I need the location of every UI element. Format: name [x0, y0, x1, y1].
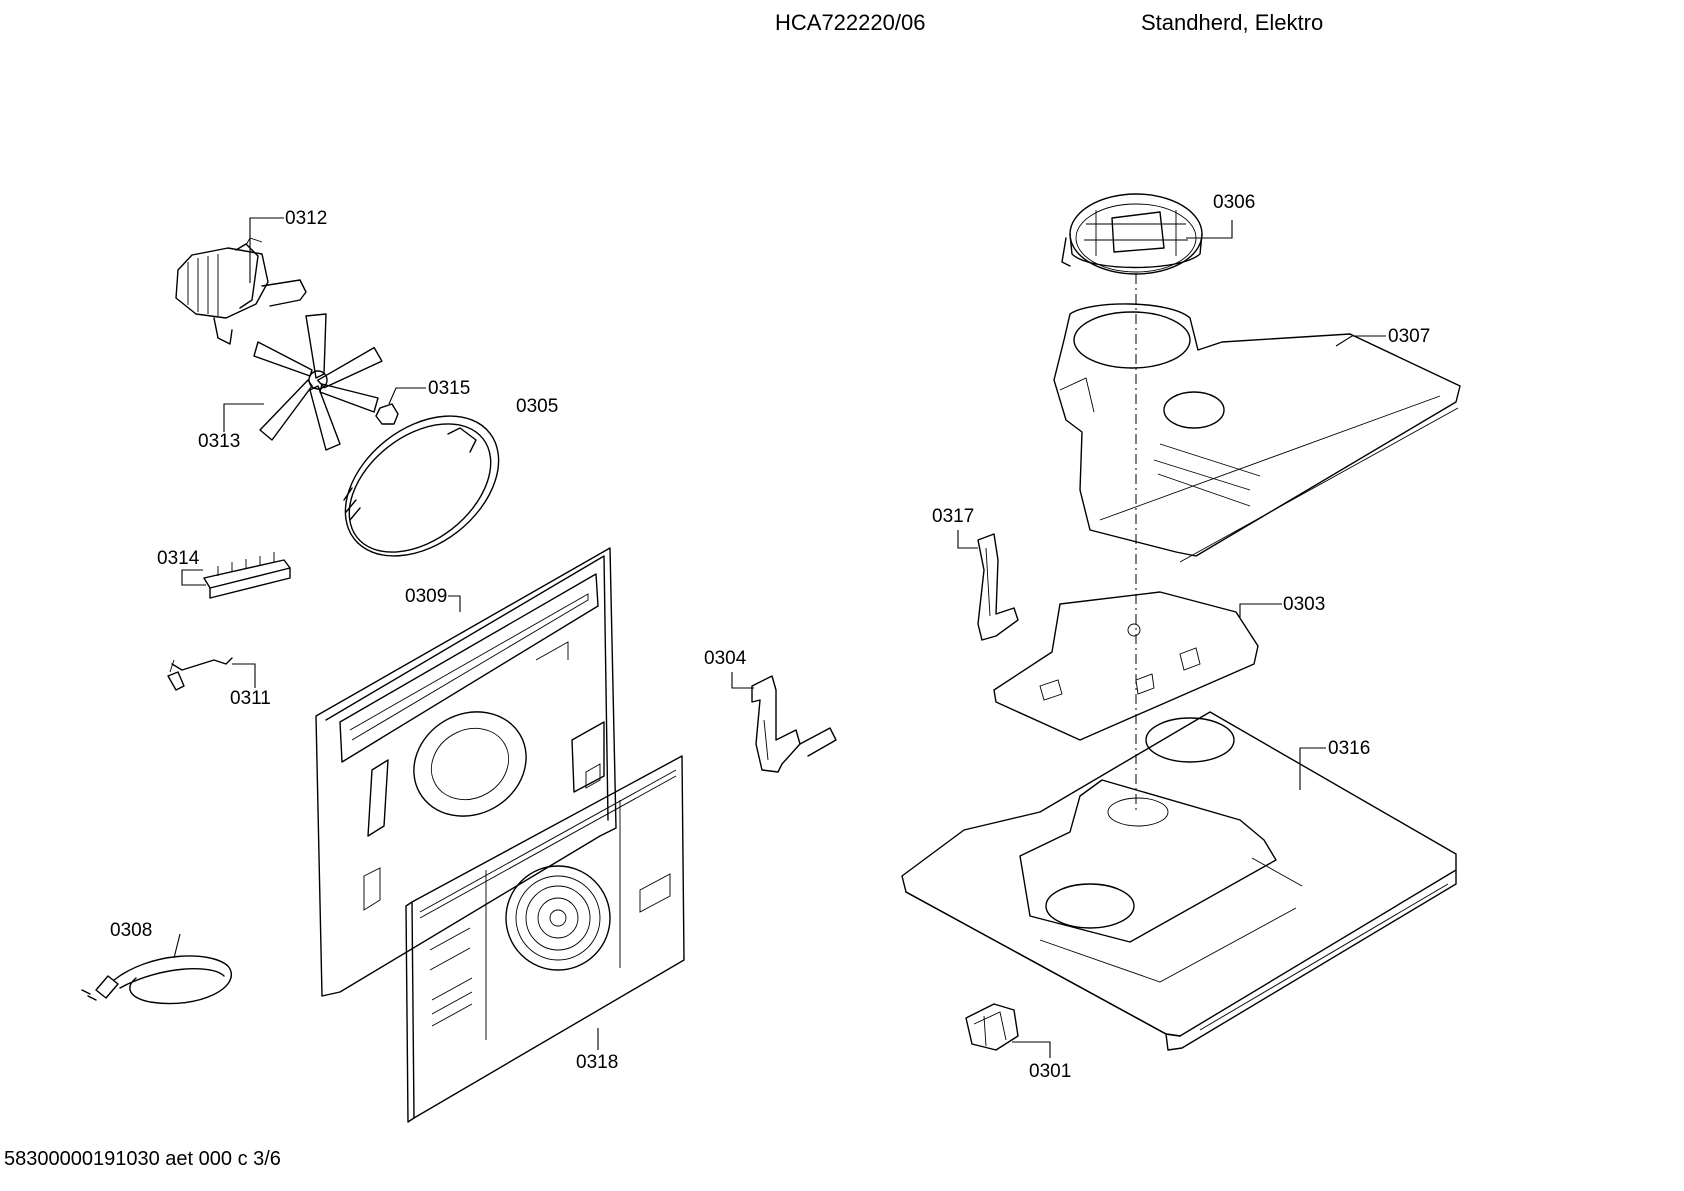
- ring-heating-element-drawing: [343, 415, 500, 557]
- p0303-leader: [1239, 603, 1282, 618]
- appliance-type: Standherd, Elektro: [1141, 10, 1324, 35]
- insulation-plate-drawing: [993, 591, 1259, 741]
- part-label-0307[interactable]: 0307: [1388, 326, 1430, 347]
- part-label-0305[interactable]: 0305: [516, 396, 558, 417]
- p0309-leader: [448, 595, 461, 612]
- terminal-block-drawing: [203, 552, 291, 599]
- p0301-leader: [1012, 1041, 1051, 1058]
- nut-drawing: [375, 403, 399, 425]
- part-label-0304[interactable]: 0308: [110, 920, 152, 941]
- small-bracket-drawing: [977, 533, 1019, 641]
- p0318-leader: [731, 672, 754, 689]
- p0311-leader: [232, 663, 256, 688]
- cooling-fan-drawing: [1061, 193, 1203, 275]
- rear-wall-panel-drawing: [315, 547, 617, 997]
- air-duct-housing-drawing: [1053, 303, 1461, 563]
- p0315-leader: [388, 387, 426, 405]
- part-label-0317[interactable]: 0317: [932, 506, 974, 527]
- fan-motor-drawing: [175, 237, 307, 345]
- document-code: 58300000191030 aet 000 c 3/6: [4, 1148, 281, 1170]
- p0307-leader: [1335, 335, 1386, 347]
- p0313-leader: [223, 403, 264, 432]
- part-label-0316[interactable]: 0316: [1328, 738, 1370, 759]
- p0314-leader: [181, 569, 206, 586]
- mounting-bracket-drawing: [751, 675, 837, 773]
- part-label-0309[interactable]: 0309: [405, 586, 447, 607]
- part-label-0311[interactable]: 0311: [230, 688, 271, 709]
- oven-base-frame-drawing: [901, 711, 1457, 1051]
- part-label-0313[interactable]: 0313: [198, 431, 240, 452]
- part-label-0318[interactable]: 0304: [704, 648, 747, 669]
- part-label-0301[interactable]: 0301: [1029, 1061, 1071, 1082]
- p0306-leader: [1186, 220, 1233, 239]
- fan-wheel-drawing: [253, 313, 383, 451]
- p0312-leader: [249, 217, 284, 283]
- terminal-clip-drawing: [965, 1003, 1019, 1051]
- model-number: HCA722220/06: [775, 10, 926, 35]
- p0317-leader: [957, 530, 978, 549]
- part-label-0314[interactable]: 0314: [157, 548, 200, 569]
- part-label-0303[interactable]: 0303: [1283, 594, 1325, 615]
- mains-cable-drawing: [81, 955, 232, 1005]
- part-label-0312[interactable]: 0312: [285, 208, 327, 229]
- part-label-0306[interactable]: 0306: [1213, 192, 1255, 213]
- p0304-leader: [173, 933, 181, 959]
- part-label-0315[interactable]: 0315: [428, 378, 470, 399]
- temperature-sensor-drawing: [167, 657, 233, 691]
- back-panel-drawing: [405, 755, 685, 1123]
- part-label-0308[interactable]: 0318: [576, 1052, 618, 1073]
- p0316-leader: [1299, 747, 1326, 790]
